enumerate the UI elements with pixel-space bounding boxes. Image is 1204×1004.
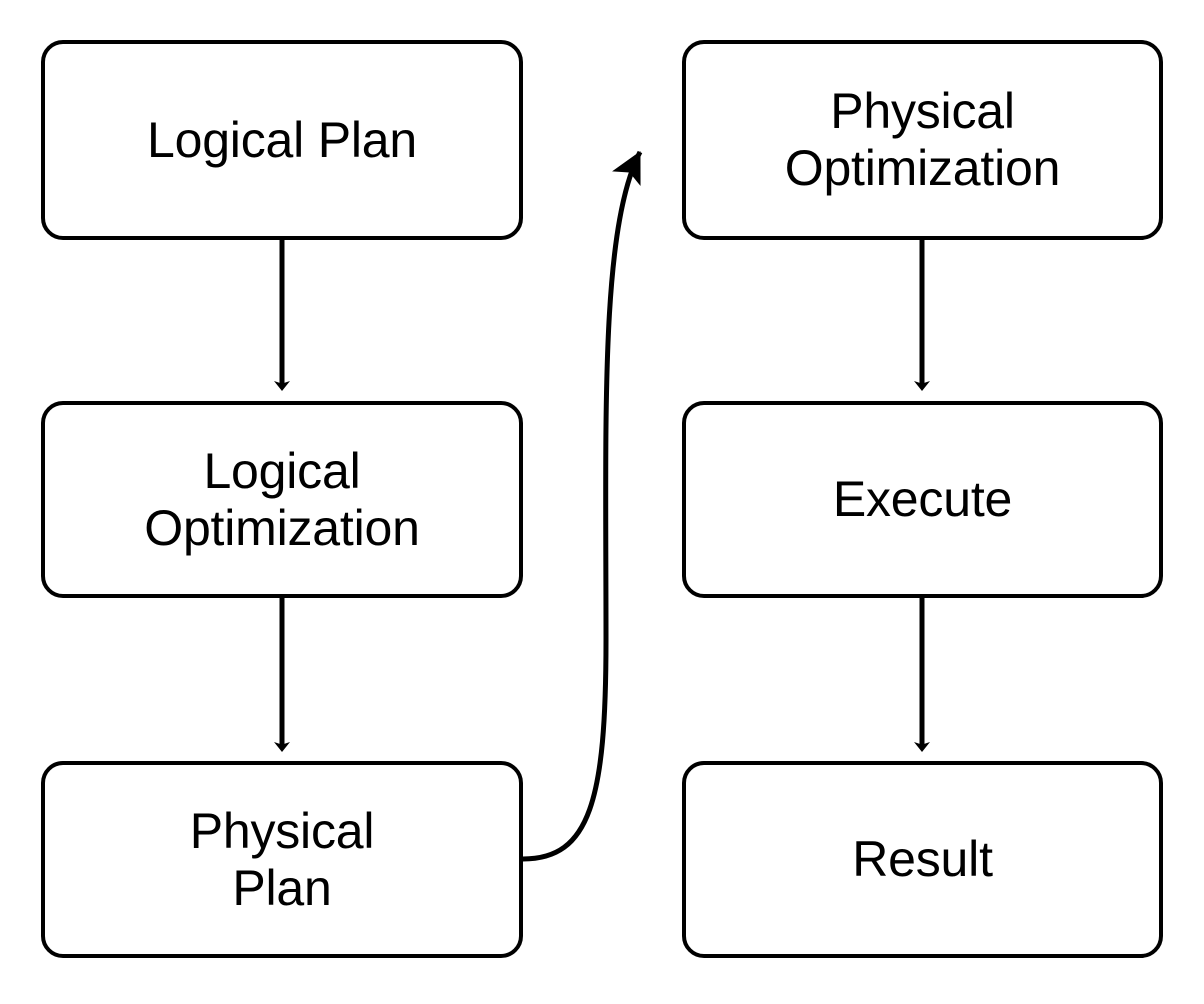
node-physical-optimization[interactable]: Physical Optimization: [682, 40, 1163, 240]
edge-physical-plan-to-physical-optimization: [522, 150, 643, 862]
node-logical-plan-label: Logical Plan: [146, 111, 417, 168]
node-physical-plan-label: Physical Plan: [189, 802, 375, 916]
node-execute[interactable]: Execute: [682, 401, 1163, 598]
node-logical-plan[interactable]: Logical Plan: [41, 40, 523, 240]
node-logical-optimization-label: Logical Optimization: [144, 442, 420, 556]
node-result-label: Result: [852, 831, 993, 887]
node-physical-optimization-label: Physical Optimization: [784, 83, 1061, 196]
node-physical-plan[interactable]: Physical Plan: [41, 761, 523, 958]
node-logical-optimization[interactable]: Logical Optimization: [41, 401, 523, 598]
node-execute-label: Execute: [832, 471, 1013, 527]
node-result[interactable]: Result: [682, 761, 1163, 958]
